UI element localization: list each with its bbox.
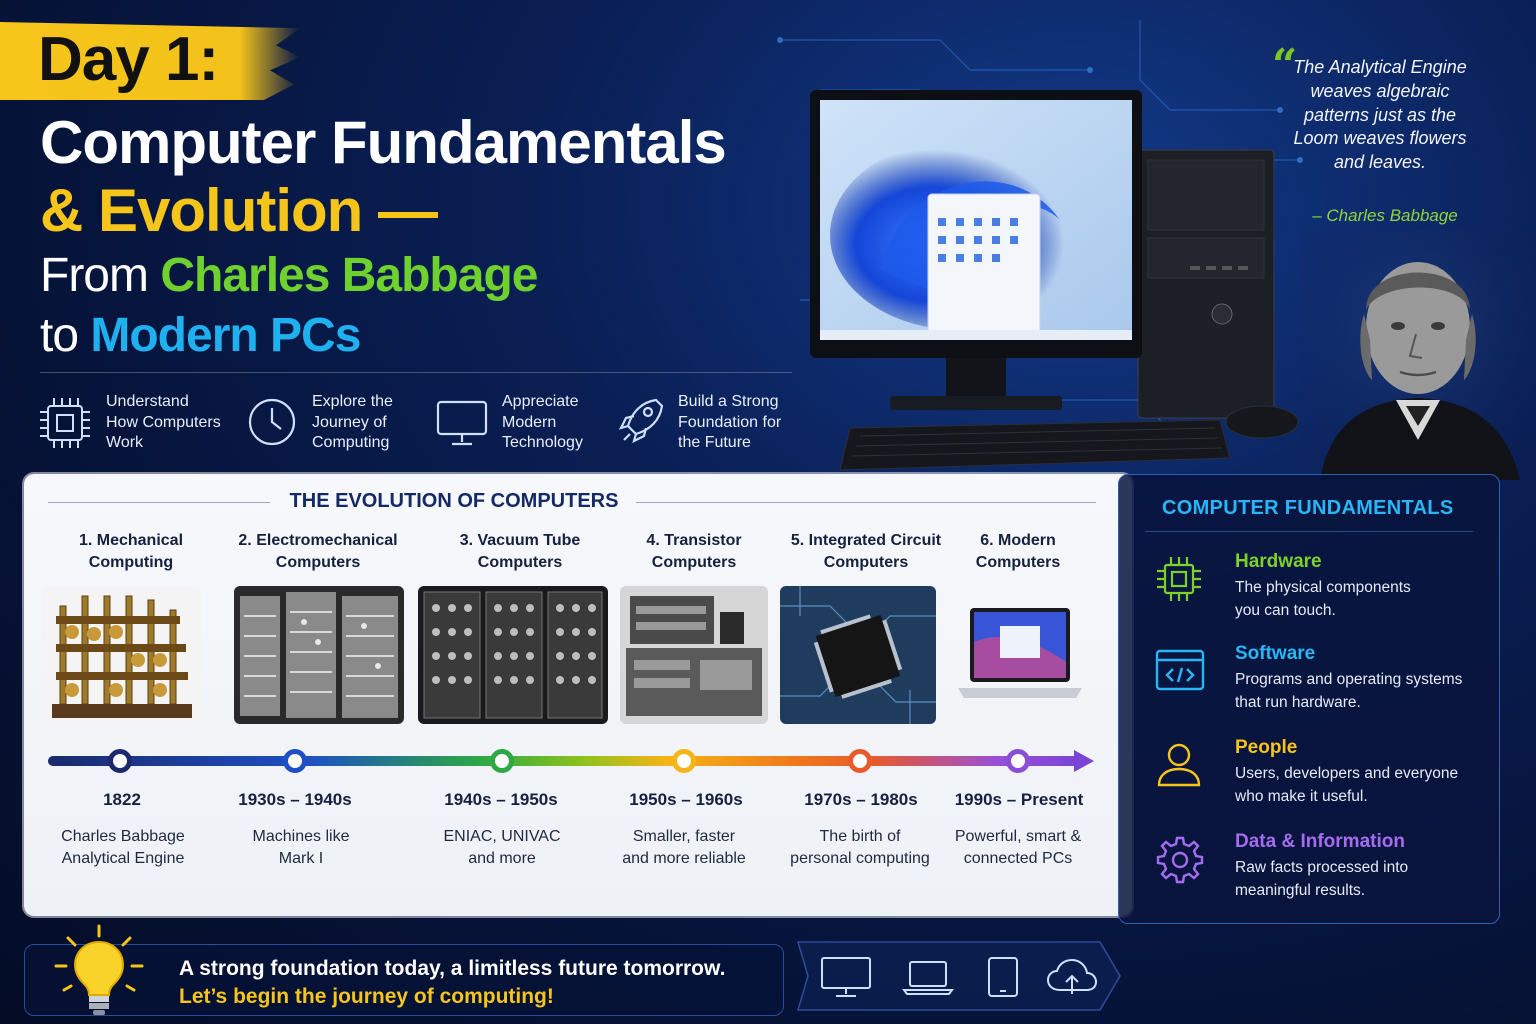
goal-explore: Explore the Journey of Computing [244,392,393,454]
era-year: 1970s – 1980s [804,790,918,809]
goal-understand: Understand How Computers Work [36,392,221,454]
evolution-panel: THE EVOLUTION OF COMPUTERS 1. Mechanical… [24,474,1132,916]
footer-call-to-action: Let’s begin the journey of computing! [179,985,554,1008]
rocket-icon [618,398,664,444]
footer-tagline: A strong foundation today, a limitless f… [179,957,726,980]
vacuum-tube-image [418,586,608,724]
title-line-4: to Modern PCs [40,308,361,363]
fundamental-heading: Software [1235,643,1316,664]
cpu-icon [1157,557,1201,601]
timeline-node [1006,749,1030,773]
day-label: Day 1: [38,25,219,94]
clock-icon [248,398,296,446]
fundamentals-panel: COMPUTER FUNDAMENTALS Hardware The physi… [1118,474,1500,924]
fundamental-heading: People [1235,737,1298,758]
goal-text: Appreciate Modern Technology [502,393,583,451]
fundamental-heading: Hardware [1235,551,1322,572]
title-rule-right [636,502,1096,503]
timeline-bar [48,756,1078,766]
fundamental-text: Raw facts processed into meaningful resu… [1235,859,1409,899]
fundamental-text: Users, developers and everyone who make … [1235,765,1459,805]
era-title-transistor: 4. Transistor Computers [614,530,774,574]
era-year: 1950s – 1960s [629,790,743,809]
chip-icon [40,398,90,448]
babbage-quote: The Analytical Engine weaves algebraic p… [1293,57,1467,173]
fundamentals-title: COMPUTER FUNDAMENTALS [1162,497,1454,519]
era-description: Smaller, faster and more reliable [622,828,746,867]
timeline-node [672,749,696,773]
transistor-computer-image [620,586,768,724]
era-year: 1940s – 1950s [444,790,558,809]
era-title-integrated-circuit: 5. Integrated Circuit Computers [776,530,956,574]
difference-engine-image [42,586,202,726]
timeline-node [108,749,132,773]
era-name: 5. Integrated Circuit Computers [790,532,942,571]
charles-babbage-portrait [1300,230,1536,480]
title-line-2: & Evolution — [40,177,438,244]
lightbulb-icon [54,924,144,1015]
era-description: Powerful, smart & connected PCs [954,828,1082,867]
era-year: 1822 [103,790,141,809]
gear-icon [1156,836,1204,884]
title-highlight-babbage: Charles Babbage [160,249,538,302]
title-highlight-modern-pcs: Modern PCs [90,309,361,362]
timeline-node [283,749,307,773]
learning-goals: Understand How Computers Work Explore th… [36,392,796,462]
fundamental-heading: Data & Information [1235,831,1405,852]
tablet-icon [988,957,1018,997]
era-description: ENIAC, UNIVAC and more [443,828,561,867]
evolution-title: THE EVOLUTION OF COMPUTERS [289,490,619,512]
era-name: 4. Transistor Computers [646,532,742,571]
code-window-icon [1155,649,1205,691]
era-title-electromechanical: 2. Electromechanical Computers [228,530,408,574]
era-name: 2. Electromechanical Computers [238,532,398,571]
laptop-icon [902,961,954,995]
monitor-icon [436,400,488,446]
era-description: The birth of personal computing [790,828,930,867]
cloud-icon [1046,958,1098,994]
era-title-modern: 6. Modern Computers [948,530,1088,574]
era-description: Charles Babbage Analytical Engine [61,828,185,867]
quote-mark-icon: “ [1272,40,1298,91]
goal-text: Explore the Journey of Computing [312,393,393,451]
title-divider [40,372,792,373]
title-line-3: From Charles Babbage [40,248,538,303]
era-name: 6. Modern Computers [975,532,1061,571]
title-line-1: Computer Fundamentals [40,109,727,176]
era-title-vacuum-tube: 3. Vacuum Tube Computers [430,530,610,574]
title-line-4-prefix: to [40,309,91,362]
fundamental-text: The physical components you can touch. [1235,579,1411,619]
era-description: Machines like Mark I [252,828,350,867]
goal-build: Build a Strong Foundation for the Future [616,392,781,454]
timeline-node [848,749,872,773]
title-rule-left [48,502,270,503]
goal-text: Build a Strong Foundation for the Future [678,393,782,451]
desktop-computer-illustration [810,90,1299,471]
era-year: 1990s – Present [954,790,1084,809]
footer-banner: A strong foundation today, a limitless f… [24,944,784,1016]
era-name: 3. Vacuum Tube Computers [459,532,581,571]
title-line-3-prefix: From [40,249,161,302]
integrated-circuit-image [780,586,936,724]
era-year: 1930s – 1940s [238,790,352,809]
era-name: 1. Mechanical Computing [78,532,184,571]
fundamental-text: Programs and operating systems that run … [1235,671,1463,711]
timeline-arrow-icon [1074,750,1094,772]
desktop-icon [821,957,871,997]
goal-text: Understand How Computers Work [106,393,221,451]
timeline-node [490,749,514,773]
fundamentals-divider [1145,531,1473,532]
modern-laptop-image [958,608,1082,698]
devices-strip [796,941,1121,1011]
goal-appreciate: Appreciate Modern Technology [434,392,583,454]
day-banner [0,22,300,100]
mark-one-image [234,586,404,724]
person-icon [1157,743,1201,787]
quote-author: – Charles Babbage [1312,206,1458,225]
era-title-mechanical: 1. Mechanical Computing [46,530,216,574]
